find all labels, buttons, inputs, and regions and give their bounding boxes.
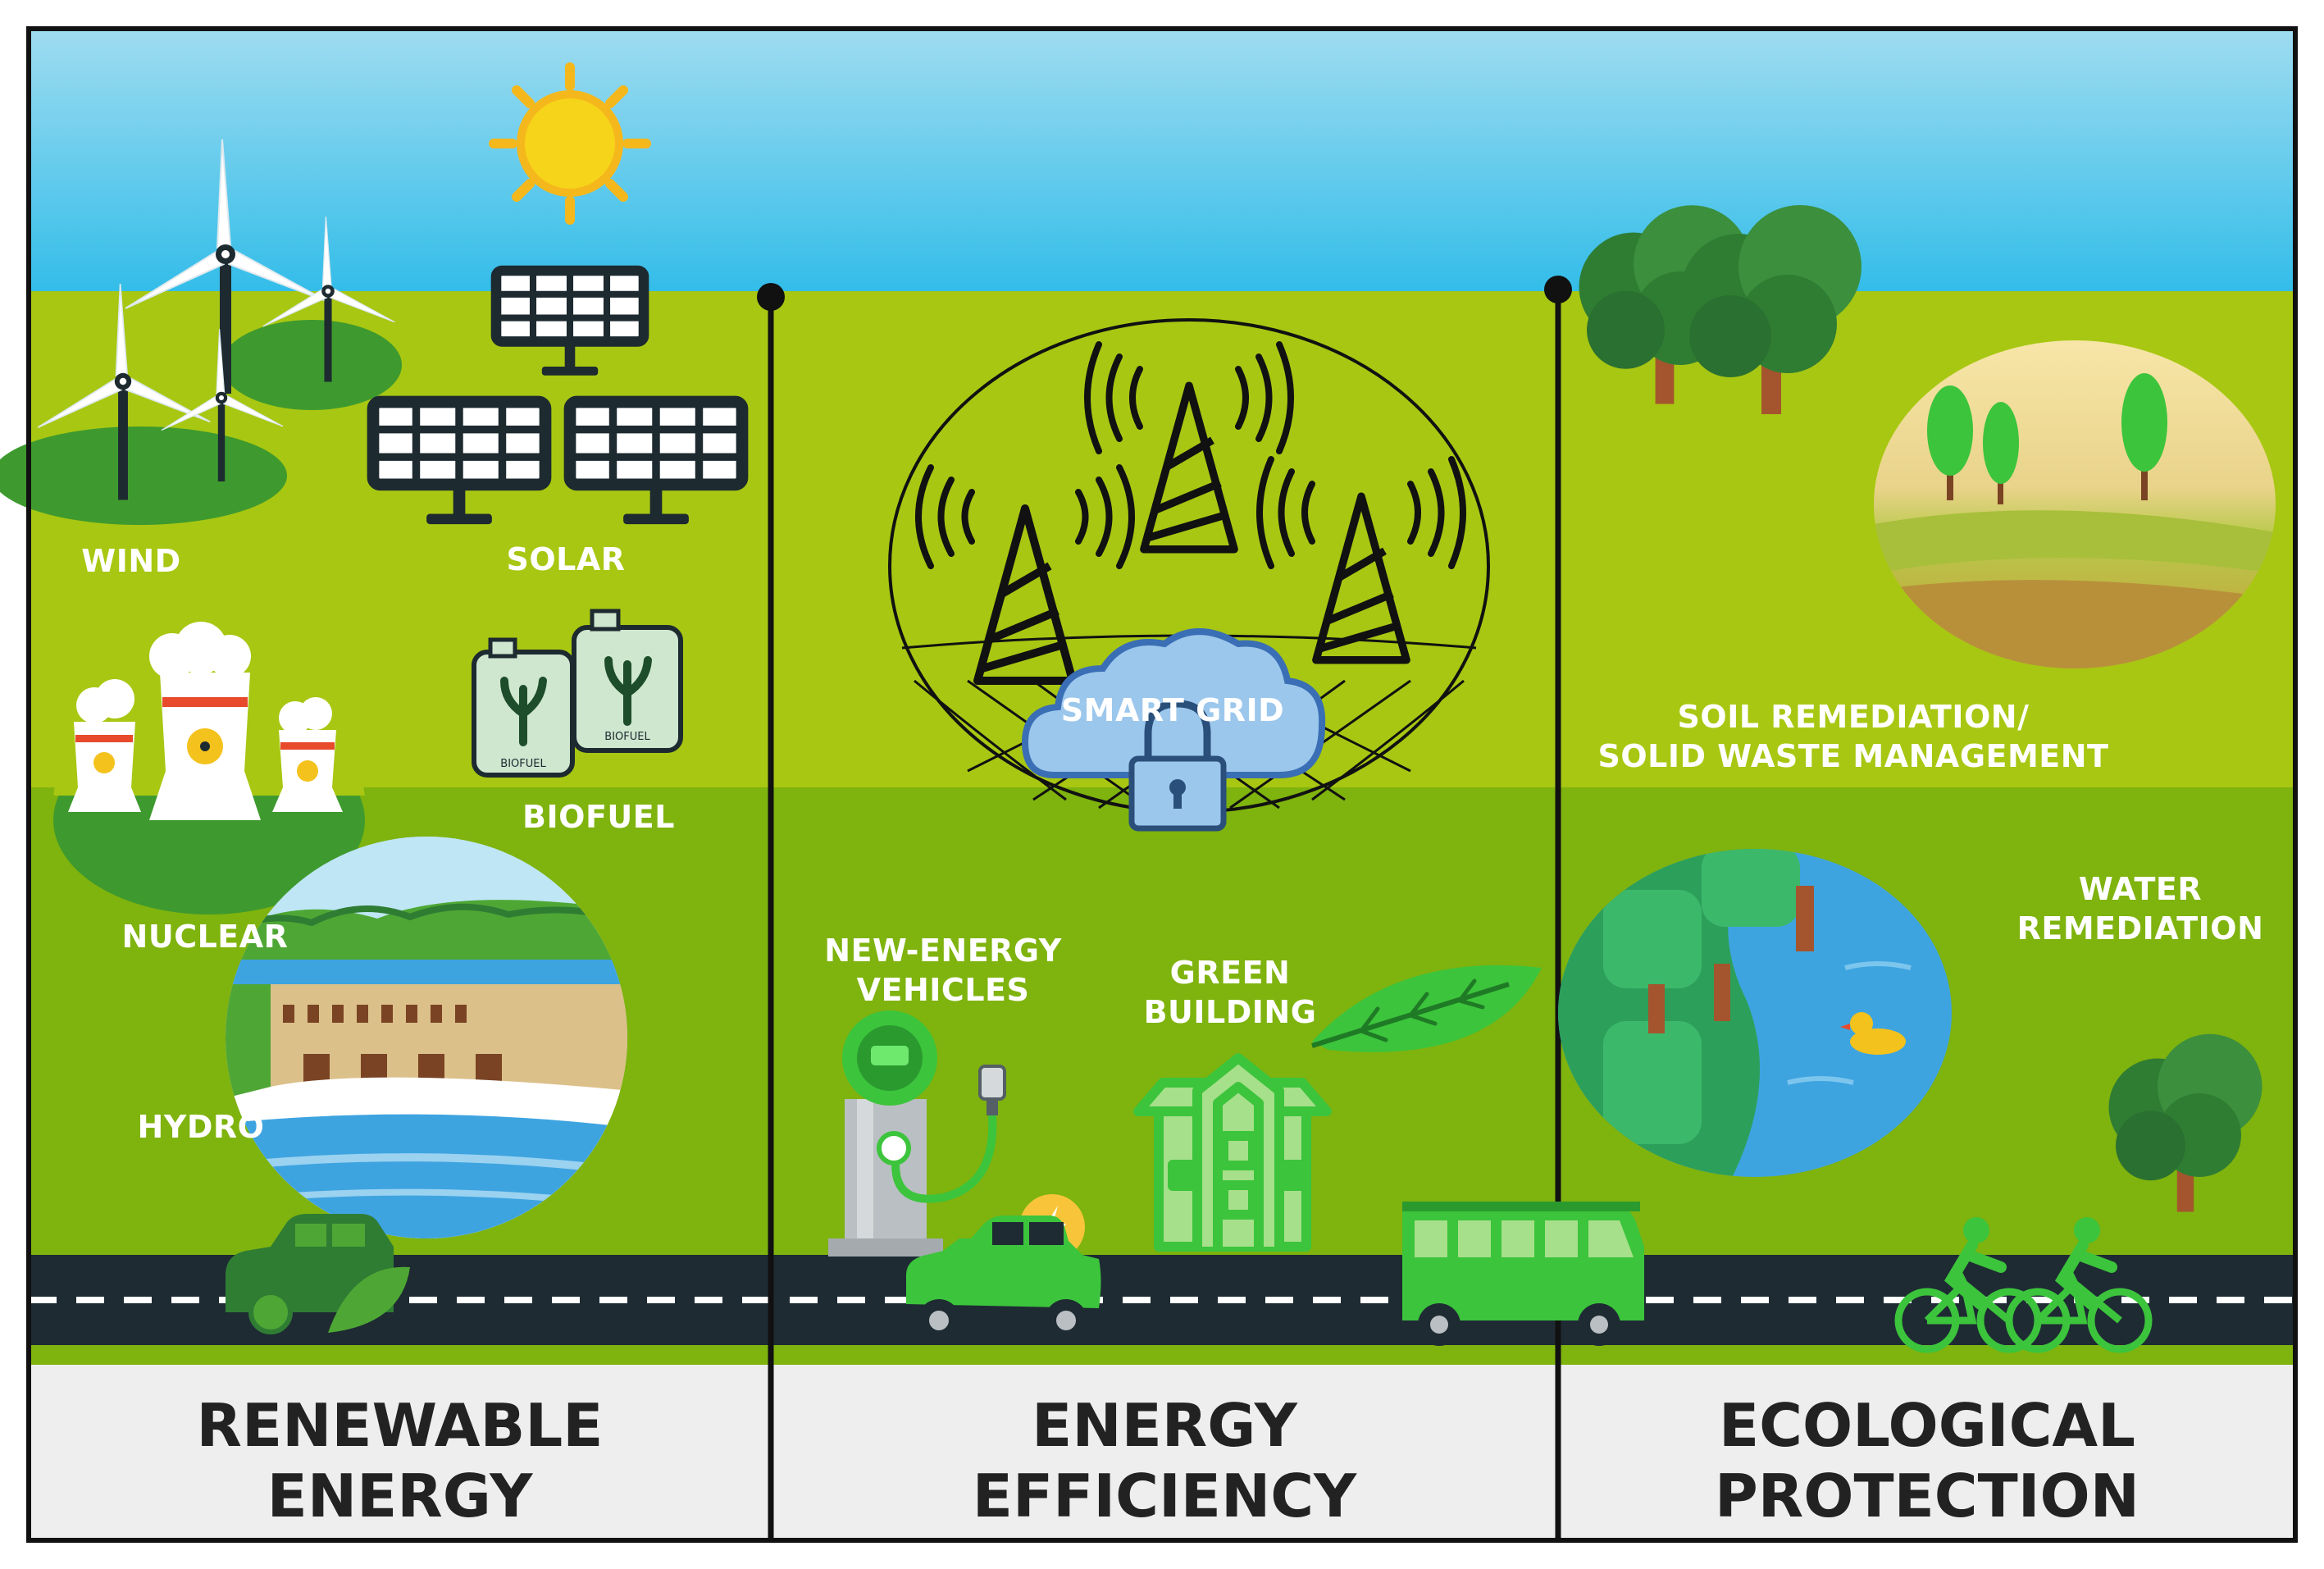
- bus-icon: [1402, 1202, 1644, 1346]
- green-building-icon: [1133, 1053, 1332, 1252]
- grass-strip: [29, 1345, 2295, 1365]
- solar-label: SOLAR: [506, 541, 626, 577]
- sun-icon: [489, 62, 651, 225]
- biofuel-label: BIOFUEL: [522, 799, 675, 835]
- biofuel-can-icon: BIOFUEL BIOFUEL: [472, 609, 683, 778]
- wind-turbines: [0, 139, 402, 525]
- water-remediation-label: WATER REMEDIATION: [2016, 871, 2264, 946]
- nuclear-plant-icon: [53, 622, 365, 914]
- nuclear-label: NUCLEAR: [121, 919, 289, 955]
- water-pond-icon: [1558, 849, 1952, 1177]
- renewable-energy-caption: RENEWABLE ENERGY: [196, 1391, 604, 1530]
- section-divider: [1544, 276, 1572, 1540]
- hydro-label: HYDRO: [137, 1109, 265, 1145]
- sky-band: [29, 29, 2295, 291]
- car-icon: [226, 1214, 410, 1334]
- duck-icon: [1840, 1012, 1906, 1055]
- wind-label: WIND: [81, 543, 181, 579]
- smart-grid-label: SMART GRID: [1060, 692, 1285, 728]
- new-energy-vehicles-label: NEW-ENERGY VEHICLES: [824, 933, 1062, 1008]
- biofuel-can-label: BIOFUEL: [604, 731, 650, 743]
- charging-station-icon: [828, 1010, 1006, 1257]
- ecological-protection-caption: ECOLOGICAL PROTECTION: [1715, 1391, 2139, 1530]
- soil-remediation-label: SOIL REMEDIATION/ SOLID WASTE MANAGEMENT: [1597, 699, 2109, 774]
- section-divider: [757, 283, 785, 1540]
- green-building-label: GREEN BUILDING: [1143, 955, 1317, 1030]
- caption-band: [29, 1365, 2295, 1540]
- leaf-icon: [1311, 965, 1542, 1052]
- hydro-dam-icon: [226, 837, 627, 1238]
- signal-waves: [915, 341, 1466, 569]
- outer-frame: [26, 26, 2298, 1543]
- cloud-lock-icon: [1021, 628, 1326, 832]
- energy-efficiency-caption: ENERGY EFFICIENCY: [972, 1391, 1357, 1530]
- biofuel-can-label: BIOFUEL: [500, 758, 546, 770]
- car-icon: [906, 1216, 1101, 1342]
